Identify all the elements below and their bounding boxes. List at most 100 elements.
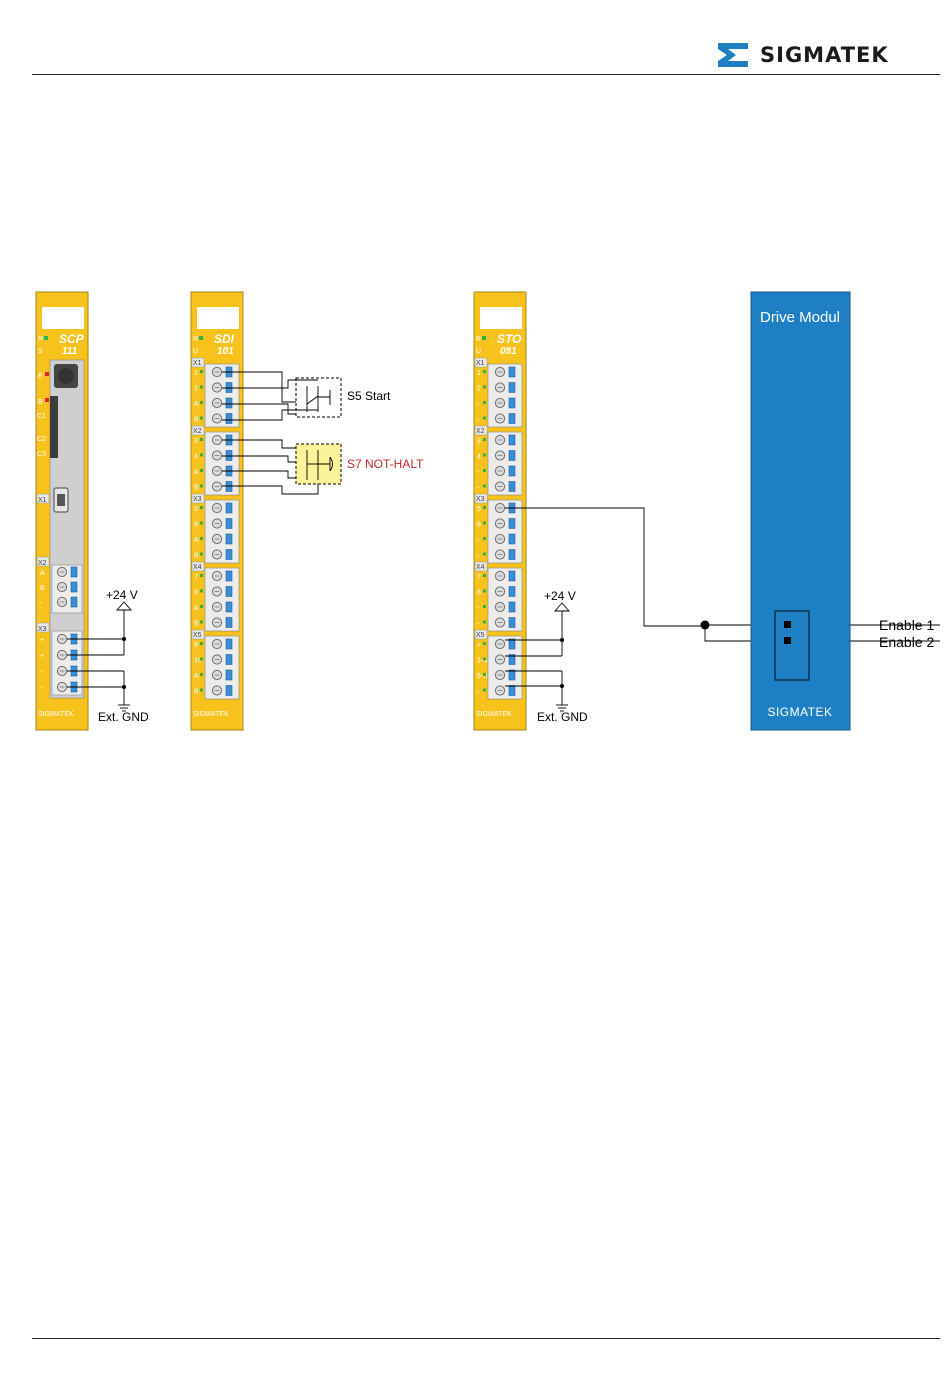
terminal-block — [487, 499, 523, 564]
pin-led-icon — [483, 642, 486, 645]
module-footer: SIGMATEK — [38, 711, 74, 718]
enable-terminal-1 — [784, 621, 791, 628]
pin-label: A — [194, 605, 199, 612]
switch-wiring — [222, 371, 319, 495]
pin-led-icon — [200, 537, 203, 540]
drive-title: Drive Modul — [760, 309, 840, 326]
terminal-block — [487, 635, 523, 700]
pin-led-icon — [483, 620, 486, 624]
pin-label: B — [194, 689, 199, 696]
terminal-block — [204, 567, 240, 632]
terminal-block — [204, 635, 240, 700]
header-rule — [32, 74, 940, 75]
pin-led-icon — [483, 574, 486, 577]
module-footer: SIGMATEK — [193, 711, 229, 718]
connector-label: X2 — [193, 428, 202, 435]
sto-power-wiring — [505, 602, 570, 712]
terminal-block — [487, 567, 523, 632]
module-name: SCP — [59, 332, 85, 346]
pin-label: 2 — [194, 386, 198, 393]
pin-led-icon — [200, 453, 203, 457]
module-label-window — [42, 307, 84, 329]
led-label: U — [193, 348, 198, 355]
pin-led-icon — [200, 484, 203, 488]
terminal-block — [487, 363, 523, 428]
pin-label: B — [194, 553, 199, 560]
pin-led-icon — [483, 385, 486, 389]
terminal-block — [204, 363, 240, 428]
connector-label: X3 — [476, 496, 485, 503]
module-label-window — [197, 307, 239, 329]
pin-led-icon — [483, 469, 486, 472]
s7-nothalt-label: S7 NOT-HALT — [347, 457, 424, 471]
pin-led-icon — [483, 537, 486, 540]
pin-label: - — [477, 553, 480, 560]
connector-label: X4 — [193, 564, 202, 571]
pin-label: 7 — [194, 574, 198, 581]
pin-label: - — [477, 537, 480, 544]
side-label: E — [38, 373, 43, 380]
pin-label: 3 — [477, 438, 481, 445]
s5-start-switch — [295, 377, 342, 418]
pin-led-icon — [483, 688, 486, 692]
pin-label: A — [194, 537, 199, 544]
pin-led-icon — [483, 657, 486, 661]
pin-led-icon — [483, 370, 486, 373]
module-sdi: SDI 101 R U X112ABX234ABX356ABX478ABX591… — [190, 291, 244, 731]
side-label: C1 — [37, 413, 46, 420]
pin-led-icon — [200, 605, 203, 608]
terminal-block — [204, 431, 240, 496]
led-red-icon — [45, 398, 49, 402]
pin-led-icon — [483, 605, 486, 608]
sd-slot-icon — [50, 396, 58, 458]
pin-label: - — [40, 669, 43, 676]
connector-label: X1 — [193, 360, 202, 367]
connector-label: X2 — [476, 428, 485, 435]
module-number: 101 — [217, 346, 234, 357]
pin-label: 1-4 — [477, 658, 487, 665]
pin-led-icon — [200, 552, 203, 556]
ground-label: Ext. GND — [537, 710, 588, 724]
pin-label: 9 — [194, 642, 198, 649]
pin-label: B — [194, 621, 199, 628]
pin-label: B — [40, 585, 45, 592]
pin-led-icon — [483, 506, 486, 509]
pin-led-icon — [483, 484, 486, 488]
pin-label: 6 — [194, 522, 198, 529]
module-footer: SIGMATEK — [476, 711, 512, 718]
led-label: S — [38, 348, 43, 355]
pin-led-icon — [200, 438, 203, 441]
module-name: STO — [497, 332, 522, 346]
pin-label: 5-8 — [477, 673, 487, 680]
led-label: U — [476, 348, 481, 355]
module-scp: SCP 111 R S E B C1 C2 C3 X1 X2 A B - X3 … — [35, 291, 89, 731]
ground-label: Ext. GND — [98, 710, 149, 724]
pin-label: B — [194, 485, 199, 492]
pin-label: + — [477, 642, 481, 649]
pin-label: B — [194, 417, 199, 424]
pin-label: 1 — [194, 370, 198, 377]
pin-led-icon — [200, 673, 203, 676]
s5-start-label: S5 Start — [347, 389, 391, 403]
side-label: B — [38, 399, 43, 406]
pin-label: - — [477, 469, 480, 476]
pin-label: - — [477, 605, 480, 612]
connector-label: X4 — [476, 564, 485, 571]
supply-24v-label: +24 V — [106, 588, 138, 602]
led-label: R — [193, 336, 198, 343]
sigmatek-logo: SIGMATEK — [716, 42, 889, 68]
side-label: C2 — [37, 436, 46, 443]
led-label: R — [476, 336, 481, 343]
pin-label: - — [40, 685, 43, 692]
pin-led-icon — [200, 642, 203, 645]
pin-led-icon — [200, 506, 203, 509]
pin-led-icon — [200, 521, 203, 525]
module-number: 081 — [500, 346, 517, 357]
pin-label: - — [40, 600, 43, 607]
pin-led-icon — [483, 589, 486, 593]
pin-led-icon — [483, 521, 486, 525]
pin-label: A — [40, 570, 45, 577]
pin-led-icon — [200, 385, 203, 389]
pin-label: A — [194, 469, 199, 476]
module-sto: STO 081 R U X112--X234--X356--X478--X5+1… — [473, 291, 527, 731]
